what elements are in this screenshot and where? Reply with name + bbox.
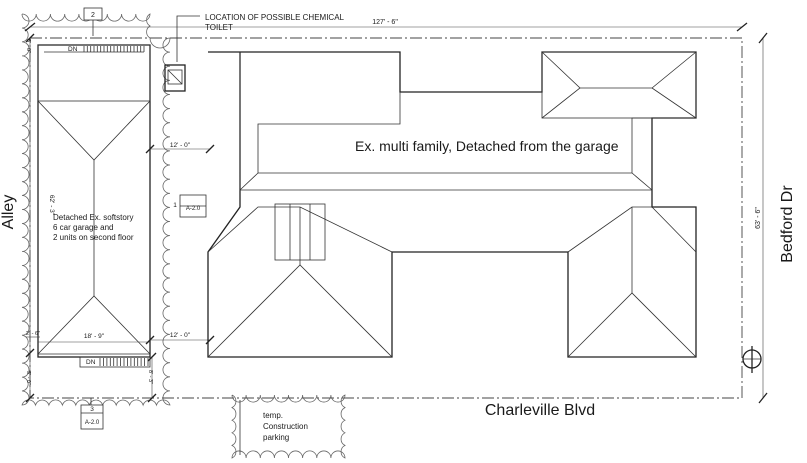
charleville-label: Charleville Blvd xyxy=(485,402,595,419)
section-number-bottom: 3 xyxy=(90,406,94,413)
right-dimension: 63' - 6" xyxy=(755,32,768,404)
main-building-label: Ex. multi family, Detached from the gara… xyxy=(355,138,619,154)
stair-bottom-dn-label: DN xyxy=(86,359,96,366)
chemical-toilet-callout: LOCATION OF POSSIBLE CHEMICAL TOILET xyxy=(164,13,345,92)
bottom-stair xyxy=(99,358,149,366)
left-top-dimension: 5' - 0" xyxy=(25,39,31,53)
section-marker-top: 2 xyxy=(83,7,103,36)
section-marker-bottom: 3 A-2.0 xyxy=(80,398,104,430)
left-dimensions: 5' - 0" 2' - 6" 5' - 0" xyxy=(25,33,40,403)
main-building: Ex. multi family, Detached from the gara… xyxy=(207,51,697,358)
garage-label-2: 6 car garage and xyxy=(53,223,114,232)
parking-tree-outline xyxy=(231,394,346,459)
garage-building: DN DN Detached Ex. softstory 6 car garag… xyxy=(37,44,151,368)
left-bottom-dimension-a: 2' - 6" xyxy=(26,331,40,337)
stair-top-dn-label: DN xyxy=(68,46,78,53)
construction-parking-area: temp. Construction parking xyxy=(231,394,346,459)
garage-label-3: 2 units on second floor xyxy=(53,233,134,242)
section-number-right: 1 xyxy=(173,202,177,209)
chemical-toilet-label-1: LOCATION OF POSSIBLE CHEMICAL xyxy=(205,13,345,22)
parking-label-2: Construction xyxy=(263,422,308,431)
bedford-label: Bedford Dr xyxy=(779,185,796,263)
right-bottom-dimension: 8' - 3" xyxy=(147,370,153,384)
section-sheet-right: A-2.0 xyxy=(186,206,201,212)
alley-label: Alley xyxy=(0,195,17,230)
right-depth-dimension: 63' - 6" xyxy=(755,207,762,229)
lower-setback-dimension: 12' - 0" xyxy=(170,332,191,339)
garage-depth-dimension: 62' - 3" xyxy=(48,195,55,216)
parking-label-1: temp. xyxy=(263,411,283,420)
top-stair xyxy=(83,46,145,52)
garage-right-dimension: 8' - 3" xyxy=(147,352,157,403)
section-number-top: 2 xyxy=(91,12,95,19)
upper-setback-dimension: 12' - 0" xyxy=(170,142,191,149)
top-dimension: 127' - 6" xyxy=(24,19,748,32)
property-line xyxy=(29,37,743,399)
top-width-dimension: 127' - 6" xyxy=(372,19,398,26)
north-arrow xyxy=(742,346,762,373)
chemical-toilet-label-2: TOILET xyxy=(205,23,233,32)
parking-label-3: parking xyxy=(263,433,289,442)
section-marker-right: 1 A-2.0 xyxy=(173,194,207,218)
setback-dimensions: 12' - 0" 12' - 0" xyxy=(145,142,215,345)
garage-label-1: Detached Ex. softstory xyxy=(53,213,133,222)
section-sheet-bottom: A-2.0 xyxy=(85,420,100,426)
left-bottom-dimension-b: 5' - 0" xyxy=(25,371,31,385)
garage-width-dimension: 18' - 9" xyxy=(84,333,105,340)
hedge-canopy-outline xyxy=(21,13,171,407)
